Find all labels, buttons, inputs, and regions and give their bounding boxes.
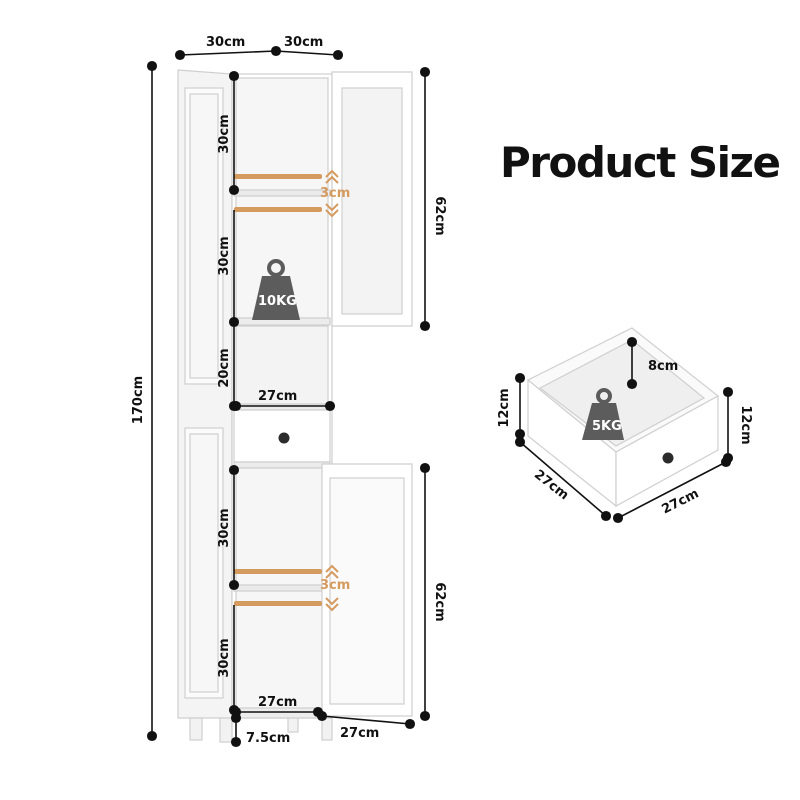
drawer-side-length-label: 27cm	[531, 467, 571, 503]
drawer-right-height-label: 12cm	[738, 405, 753, 444]
leg-height-label: 7.5cm	[246, 731, 290, 746]
lower-shelf-top-label: 30cm	[217, 508, 232, 547]
page-title: Product Size	[500, 138, 781, 187]
drawer-dimension-lines	[514, 336, 734, 524]
open-shelf-depth-label: 27cm	[258, 389, 297, 404]
lower-adjust-label: 3cm	[320, 578, 350, 593]
upper-shelf-top-label: 30cm	[217, 114, 232, 153]
drawer-knob-icon	[662, 452, 674, 464]
upper-adjust-label: 3cm	[320, 186, 350, 201]
dimension-lines	[146, 45, 431, 748]
total-height-label: 170cm	[131, 376, 146, 424]
width-right-label: 30cm	[284, 35, 323, 50]
drawer-weight-label: 5KG	[592, 419, 622, 434]
drawer-inner-depth-label: 8cm	[648, 359, 678, 374]
bottom-depth-label: 27cm	[258, 695, 297, 710]
weight-icon	[252, 259, 300, 320]
weight-icon	[582, 388, 624, 440]
lower-shelf-bottom-label: 30cm	[217, 638, 232, 677]
drawer-knob-icon	[278, 432, 290, 444]
double-chevron-up-icon	[325, 169, 339, 178]
lower-door-height-label: 62cm	[432, 582, 447, 621]
shelf-adjust-upper	[234, 169, 339, 218]
shelf-adjust-lower	[234, 564, 339, 612]
upper-shelf-mid-label: 30cm	[217, 236, 232, 275]
double-chevron-down-icon	[325, 203, 339, 212]
drawer-left-height-label: 12cm	[497, 388, 512, 427]
drawer-front-length-label: 27cm	[659, 486, 701, 517]
upper-door-height-label: 62cm	[432, 196, 447, 235]
open-shelf-height-label: 20cm	[217, 348, 232, 387]
door-depth-label: 27cm	[340, 726, 379, 741]
upper-weight-label: 10KG	[258, 294, 297, 309]
width-left-label: 30cm	[206, 35, 245, 50]
cabinet	[177, 69, 413, 743]
